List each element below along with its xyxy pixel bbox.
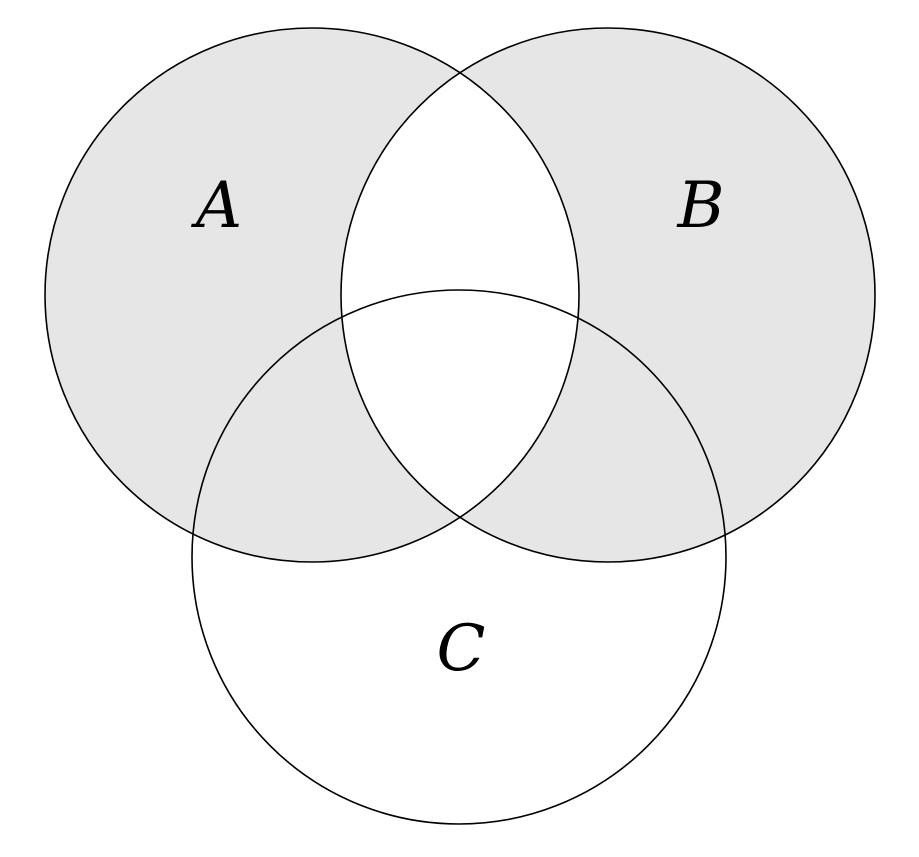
set-a-label: A — [191, 169, 242, 243]
set-b-label: B — [676, 169, 724, 243]
set-c-label: C — [437, 612, 486, 686]
shaded-region-a-symmetric-difference-b — [45, 27, 875, 563]
circle-c-outline — [191, 289, 727, 825]
circle-b-outline — [340, 27, 876, 563]
circle-a-outline — [44, 27, 580, 563]
